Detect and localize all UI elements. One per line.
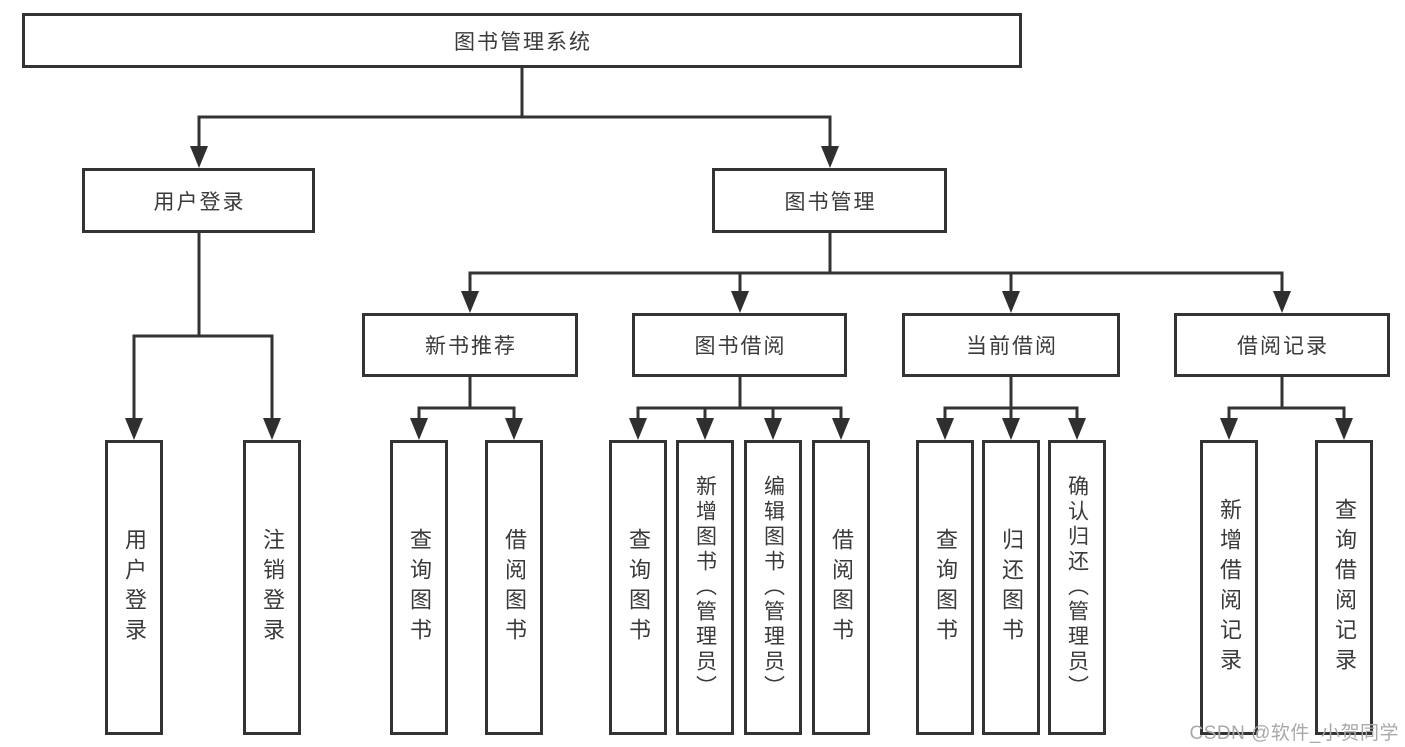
arrow-down-icon — [696, 418, 714, 440]
arrow-down-icon — [832, 418, 850, 440]
node-new-book-recommend-label: 新书推荐 — [425, 335, 517, 358]
leaf-query-books-borrow: 查询图书 — [609, 440, 667, 735]
node-root-system: 图书管理系统 — [22, 13, 1022, 68]
leaf-return-books: 归还图书 — [982, 440, 1040, 735]
leaf-logout: 注销登录 — [243, 440, 301, 735]
leaf-add-borrow-record: 新增借阅记录 — [1200, 440, 1258, 735]
node-current-borrow-label: 当前借阅 — [966, 335, 1058, 358]
arrow-down-icon — [1068, 418, 1086, 440]
arrow-down-icon — [1273, 291, 1291, 313]
arrow-down-icon — [125, 418, 143, 440]
node-book-management: 图书管理 — [712, 168, 947, 233]
arrow-down-icon — [410, 418, 428, 440]
leaf-add-books-admin: 新增图书（管理员） — [676, 440, 734, 735]
arrow-down-icon — [936, 418, 954, 440]
node-book-borrow: 图书借阅 — [632, 313, 847, 377]
arrow-down-icon — [1335, 418, 1353, 440]
leaf-borrow-books-recommend: 借阅图书 — [485, 440, 543, 735]
leaf-user-login: 用户登录 — [105, 440, 163, 735]
arrow-down-icon — [821, 146, 839, 168]
arrow-down-icon — [629, 418, 647, 440]
leaf-query-books-borrow-label: 查询图书 — [626, 527, 651, 648]
leaf-query-books-recommend-label: 查询图书 — [407, 527, 432, 648]
leaf-edit-books-admin-label: 编辑图书（管理员） — [761, 475, 785, 700]
leaf-add-books-admin-label: 新增图书（管理员） — [693, 475, 717, 700]
node-borrow-records-label: 借阅记录 — [1237, 335, 1329, 358]
node-user-login: 用户登录 — [82, 168, 315, 233]
leaf-edit-books-admin: 编辑图书（管理员） — [744, 440, 802, 735]
leaf-query-books-current: 查询图书 — [916, 440, 974, 735]
leaf-borrow-books-label: 借阅图书 — [829, 527, 854, 648]
arrow-down-icon — [731, 291, 749, 313]
arrow-down-icon — [1002, 418, 1020, 440]
leaf-query-borrow-record-label: 查询借阅记录 — [1332, 497, 1357, 678]
watermark: CSDN @软件_小贺同学 — [1189, 723, 1399, 744]
leaf-query-borrow-record: 查询借阅记录 — [1315, 440, 1373, 735]
arrow-down-icon — [764, 418, 782, 440]
leaf-query-books-current-label: 查询图书 — [933, 527, 958, 648]
node-current-borrow: 当前借阅 — [902, 313, 1120, 377]
leaf-borrow-books: 借阅图书 — [812, 440, 870, 735]
node-root-label: 图书管理系统 — [454, 30, 592, 54]
leaf-add-borrow-record-label: 新增借阅记录 — [1217, 497, 1242, 678]
leaf-confirm-return-admin-label: 确认归还（管理员） — [1065, 475, 1089, 700]
arrow-down-icon — [505, 418, 523, 440]
leaf-return-books-label: 归还图书 — [999, 527, 1024, 648]
leaf-query-books-recommend: 查询图书 — [390, 440, 448, 735]
arrow-down-icon — [1220, 418, 1238, 440]
node-book-borrow-label: 图书借阅 — [694, 335, 787, 358]
node-book-management-label: 图书管理 — [784, 190, 877, 214]
leaf-user-login-label: 用户登录 — [122, 527, 147, 648]
arrow-down-icon — [461, 291, 479, 313]
node-borrow-records: 借阅记录 — [1174, 313, 1390, 377]
node-new-book-recommend: 新书推荐 — [362, 313, 578, 377]
leaf-borrow-books-recommend-label: 借阅图书 — [502, 527, 527, 648]
node-user-login-label: 用户登录 — [153, 190, 246, 214]
arrow-down-icon — [190, 146, 208, 168]
leaf-logout-label: 注销登录 — [260, 527, 285, 648]
arrow-down-icon — [1002, 291, 1020, 313]
leaf-confirm-return-admin: 确认归还（管理员） — [1048, 440, 1106, 735]
arrow-down-icon — [263, 418, 281, 440]
